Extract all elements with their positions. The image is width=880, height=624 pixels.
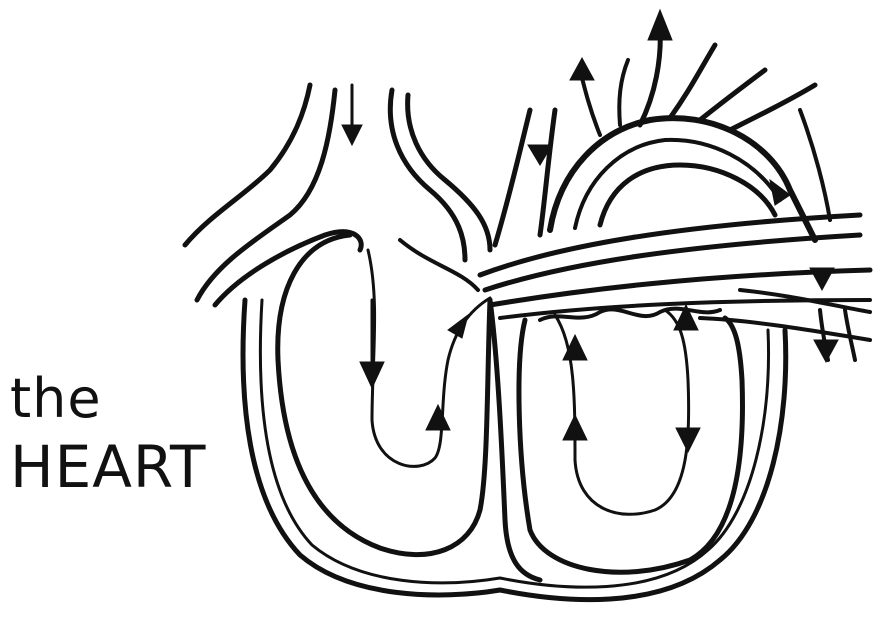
arrow-down-top-icon <box>342 125 362 145</box>
arrow-down-lower-right-icon <box>814 340 838 362</box>
vena-cava-pipe-1 <box>185 85 310 245</box>
pulmonary-trunk-left <box>495 110 530 245</box>
left-ventricle-wall <box>519 318 743 572</box>
arrow-down-right-atrium-icon <box>360 362 384 388</box>
right-ventricle-wall <box>278 235 490 555</box>
arrow-down-left-ventricle-icon <box>676 428 700 452</box>
aortic-branch-2 <box>670 45 715 118</box>
aortic-branch-3 <box>700 70 765 120</box>
arrow-up-aortic-branch-icon <box>648 10 672 40</box>
vena-cava-pipe-3 <box>215 232 361 305</box>
descending-pipe-1 <box>800 110 830 220</box>
right-atrium-pipe-a <box>390 90 465 260</box>
arrow-down-right-vein-icon <box>810 268 834 290</box>
pulmonary-artery-1 <box>480 215 860 275</box>
right-atrium-pipe-b <box>408 95 490 250</box>
aortic-branch-6 <box>619 60 628 125</box>
arrow-up-septum-icon <box>448 315 468 338</box>
arrow-up-left-ventricle-lower-icon <box>563 415 587 440</box>
vena-cava-pipe-2 <box>197 90 335 300</box>
title-line-1: the <box>10 372 102 426</box>
aortic-arch-inner <box>600 165 775 225</box>
arrow-up-right-ventricle-icon <box>426 405 450 430</box>
arrow-up-left-branch-icon <box>570 58 594 80</box>
aortic-branch-4 <box>730 85 815 130</box>
title-line-2: HEART <box>10 438 206 496</box>
